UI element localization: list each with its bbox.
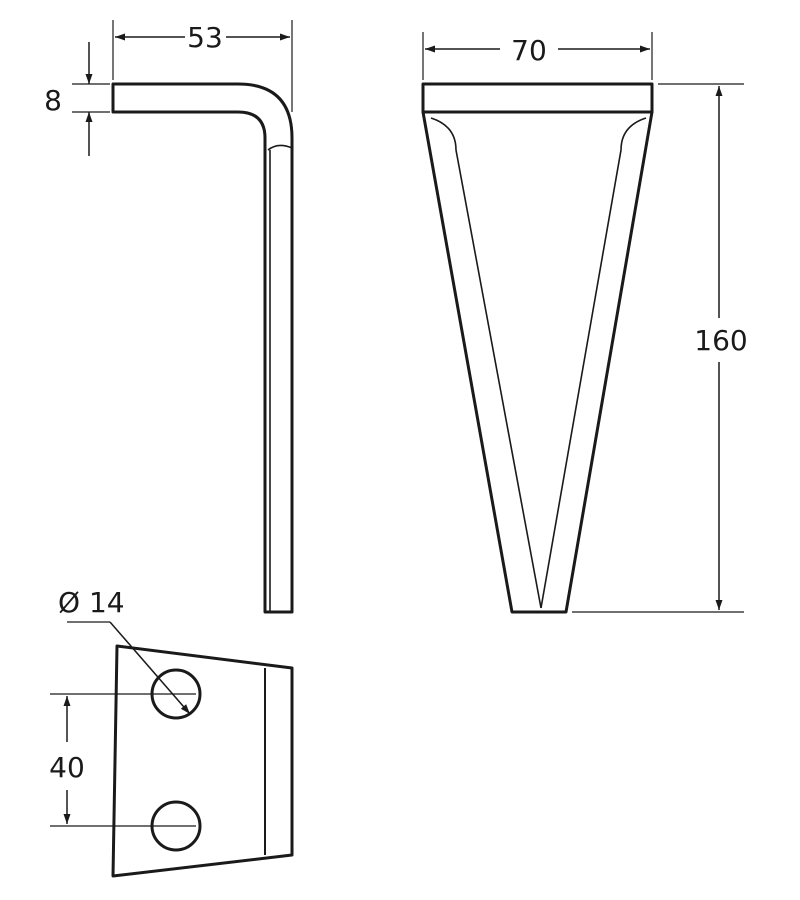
side-view-outline (111, 82, 294, 614)
front-view-top-plate (421, 82, 654, 114)
label-side-thickness: 8 (44, 84, 62, 117)
front-view-right-bevel (540, 117, 647, 609)
label-front-width: 70 (511, 34, 547, 67)
dimension-hole-spacing: 40 (49, 693, 196, 827)
dimension-side-width: 53 (112, 20, 293, 112)
label-hole-spacing: 40 (49, 751, 85, 784)
dimension-side-thickness: 8 (44, 42, 110, 156)
dimension-front-width: 70 (422, 32, 653, 80)
side-view-bend-line (267, 144, 293, 151)
label-hole-diameter: Ø 14 (58, 586, 125, 619)
front-view-left-bevel (430, 117, 542, 609)
dimension-front-height: 160 (572, 83, 748, 613)
top-view (111, 644, 294, 878)
front-view (421, 82, 654, 614)
side-view (111, 82, 294, 614)
front-view-blade (421, 110, 654, 614)
label-front-height: 160 (694, 324, 747, 357)
label-side-width: 53 (187, 21, 223, 54)
dimension-hole-diameter: Ø 14 (58, 586, 191, 715)
